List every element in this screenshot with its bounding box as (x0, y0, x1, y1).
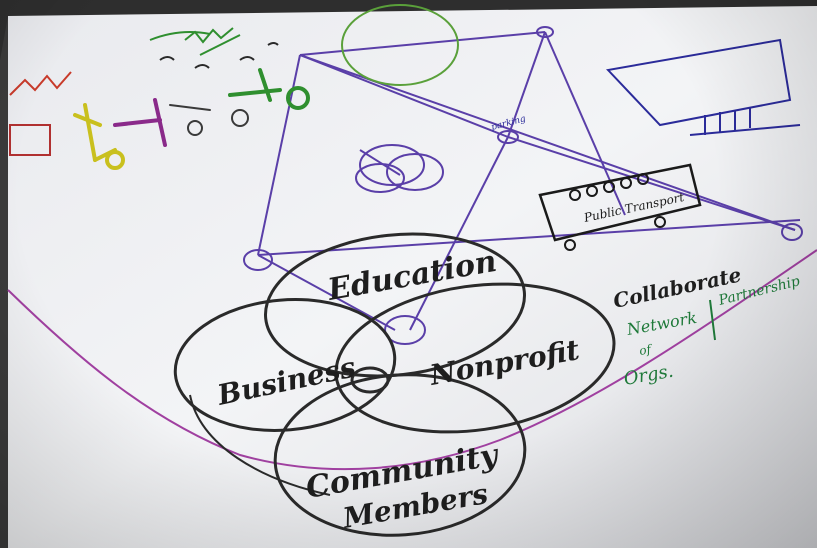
stick-figures (73, 68, 310, 170)
venn-diagram (173, 232, 616, 537)
red-zigzag (9, 71, 72, 96)
collaborate-divider (709, 299, 716, 341)
bus-sketch (538, 163, 702, 251)
paper-top-edge (0, 0, 817, 60)
boundary-curve (7, 249, 817, 471)
red-box (9, 124, 51, 156)
network-nodes (243, 26, 803, 345)
building-sketch (605, 38, 801, 136)
venn-outer-arc (189, 394, 331, 496)
green-scribbles (149, 27, 241, 56)
green-circle (341, 4, 459, 86)
paper-sheet (8, 0, 817, 548)
small-marks (159, 42, 279, 69)
